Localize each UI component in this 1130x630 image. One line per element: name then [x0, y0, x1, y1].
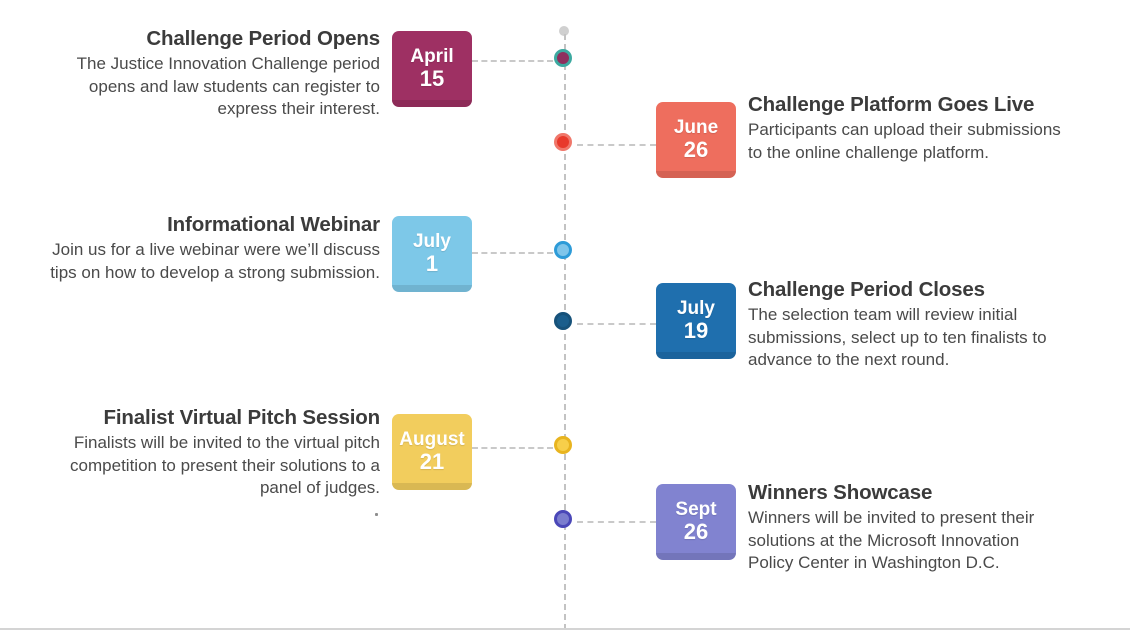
timeline-dot-informational-webinar[interactable] [554, 241, 572, 259]
entry-description: Winners will be invited to present their… [748, 508, 1035, 573]
date-card-day: 19 [683, 318, 709, 344]
entry-title: Challenge Platform Goes Live [748, 93, 1035, 116]
timeline-connector [472, 252, 553, 254]
stray-ink-speck [375, 513, 378, 516]
entry-title: Challenge Period Closes [748, 278, 985, 301]
date-card-day: 15 [419, 66, 445, 92]
entry-description: The selection team will review initial s… [748, 305, 1047, 370]
entry-description: The Justice Innovation Challenge period … [76, 54, 380, 119]
timeline-connector [472, 447, 553, 449]
timeline-dot-challenge-platform-goes-live[interactable] [554, 133, 572, 151]
date-card-day: 26 [683, 137, 709, 163]
timeline-dot-challenge-period-opens[interactable] [554, 49, 572, 67]
date-card-month: June [673, 117, 719, 139]
timeline-connector [472, 60, 553, 62]
entry-description: Finalists will be invited to the virtual… [70, 433, 380, 498]
date-card-month: July [676, 298, 716, 320]
timeline-dot-challenge-period-closes[interactable] [554, 312, 572, 330]
entry-title: Winners Showcase [748, 481, 933, 504]
entry-description: Join us for a live webinar were we’ll di… [50, 240, 380, 282]
date-card-day: 1 [425, 251, 439, 277]
date-card-base-shade [392, 483, 472, 490]
date-card-day: 26 [683, 519, 709, 545]
date-card-base-shade [656, 553, 736, 560]
entry-title: Informational Webinar [167, 213, 380, 236]
date-card-month: August [399, 429, 465, 451]
date-card-base-shade [392, 100, 472, 107]
date-card-month: Sept [675, 499, 717, 521]
date-card-base-shade [656, 352, 736, 359]
date-card-month: April [410, 46, 454, 68]
timeline-connector [577, 521, 656, 523]
entry-title: Finalist Virtual Pitch Session [103, 406, 380, 429]
date-card-month: July [412, 231, 452, 253]
date-card-base-shade [656, 171, 736, 178]
timeline-axis-cap [559, 26, 569, 36]
date-card-day: 21 [419, 449, 445, 475]
entry-title: Challenge Period Opens [146, 27, 380, 50]
timeline-dot-finalist-virtual-pitch-session[interactable] [554, 436, 572, 454]
slide-bottom-rule [0, 628, 1130, 630]
timeline-dot-winners-showcase[interactable] [554, 510, 572, 528]
entry-description: Participants can upload their submission… [748, 120, 1061, 162]
date-card-base-shade [392, 285, 472, 292]
timeline-connector [577, 323, 656, 325]
timeline-connector [577, 144, 656, 146]
timeline-axis [564, 34, 566, 630]
